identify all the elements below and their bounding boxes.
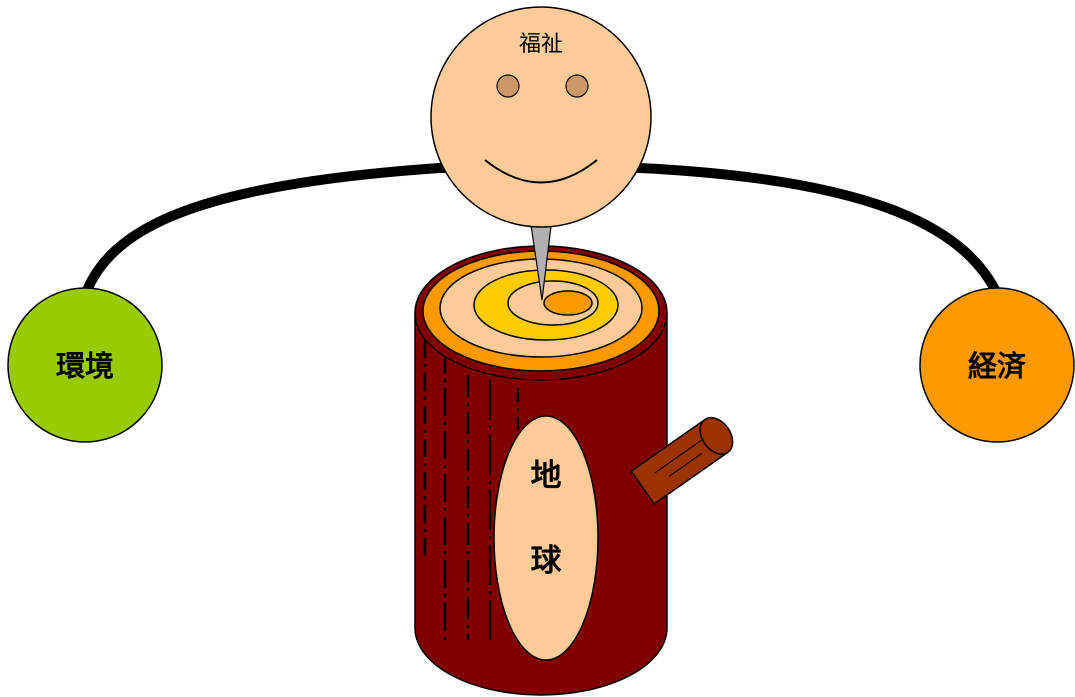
environment-label: 環境 [56,349,114,383]
environment-node: 環境 [7,287,163,443]
economy-label: 経済 [968,349,1027,383]
economy-circle [919,287,1075,443]
environment-circle [7,287,163,443]
earth-label-top: 地 [531,458,562,494]
tree-stump-icon: 地 球 [414,245,668,696]
smiley-face-icon [430,6,652,228]
earth-label-bottom: 球 [531,543,563,579]
welfare-node: 福祉 [430,6,652,301]
branch-grain [654,438,704,474]
branch-grain [668,453,703,477]
branch-end [699,416,734,455]
stump-ring-core [543,290,593,316]
smile [484,159,598,184]
left-eye [496,74,520,98]
earth-oval [493,415,599,661]
branch-stub-icon [630,416,734,505]
right-eye [565,74,589,98]
economy-node: 経済 [919,287,1075,443]
welfare-label: 福祉 [519,32,563,57]
